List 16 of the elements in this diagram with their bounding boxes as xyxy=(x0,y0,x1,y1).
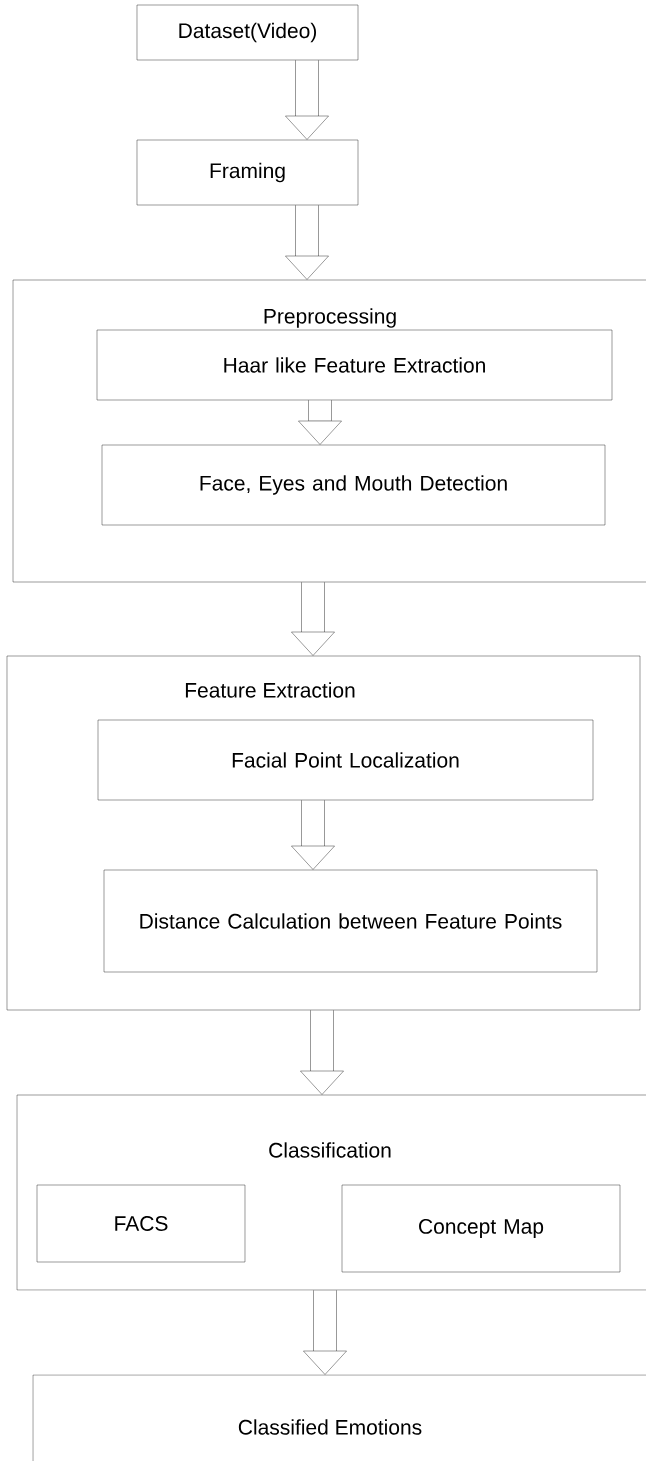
block-arrow xyxy=(285,205,329,280)
group-box: Classified Emotions xyxy=(32,1374,646,1461)
process-box: Face, Eyes and Mouth Detection xyxy=(101,444,606,526)
process-box: Haar like Feature Extraction xyxy=(96,329,613,401)
process-box: Dataset(Video) xyxy=(136,4,359,61)
block-arrow xyxy=(285,60,329,140)
block-arrow xyxy=(291,582,335,656)
block-arrow xyxy=(298,400,342,445)
process-box: Framing xyxy=(136,139,359,206)
block-arrow xyxy=(300,1010,344,1095)
process-box: Facial Point Localization xyxy=(97,719,594,801)
process-box: Distance Calculation between Feature Points xyxy=(103,869,598,973)
process-box: FACS xyxy=(36,1184,246,1263)
block-arrow xyxy=(291,800,335,870)
block-arrow xyxy=(303,1290,347,1375)
process-box: Concept Map xyxy=(341,1184,621,1273)
